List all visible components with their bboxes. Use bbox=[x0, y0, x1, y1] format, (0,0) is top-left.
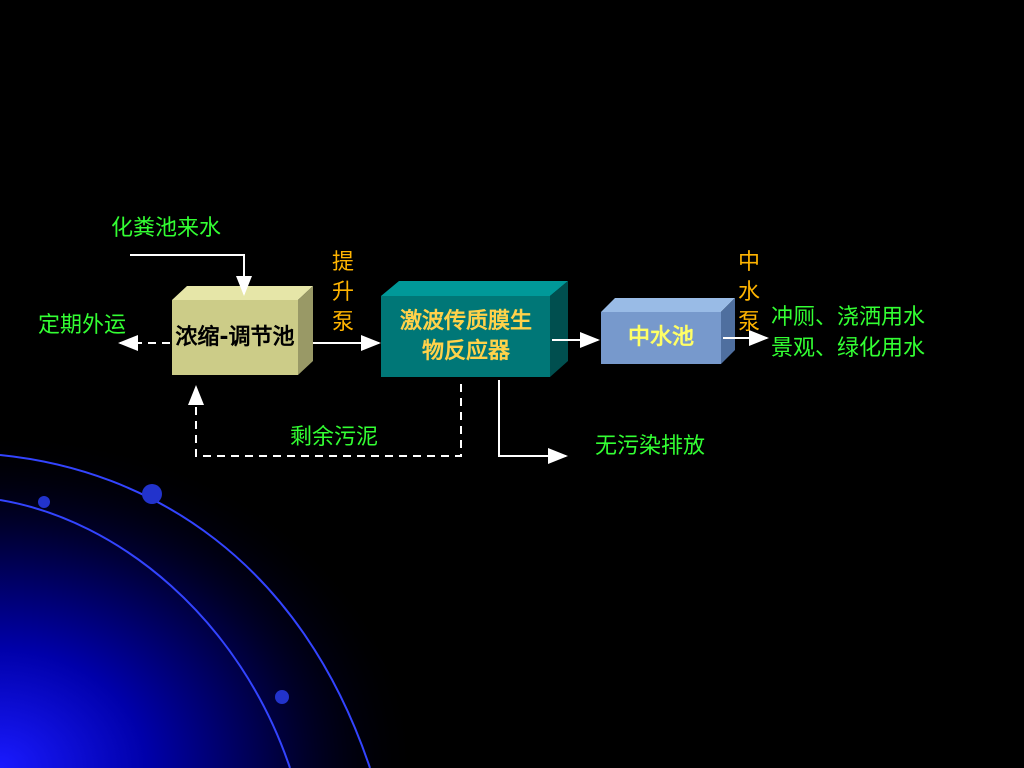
reuse-label-line1: 冲厕、浇洒用水 bbox=[771, 305, 926, 330]
reuse-label-line2: 景观、绿化用水 bbox=[771, 336, 926, 361]
concentration-tank-label: 浓缩-调节池 bbox=[175, 324, 295, 350]
orbit-line bbox=[0, 499, 291, 768]
inflow-arrow bbox=[130, 254, 252, 296]
reclaimed-pool-box bbox=[601, 298, 735, 364]
reclaimed-pool-label: 中水池 bbox=[627, 325, 694, 350]
orbit-dot bbox=[275, 690, 289, 704]
bioreactor-label: 激波传质膜生物反应器 bbox=[399, 308, 532, 364]
reclaimed-pump-label: 中水泵 bbox=[737, 250, 760, 335]
bioreactor-box bbox=[381, 281, 568, 377]
background-glow bbox=[0, 430, 420, 768]
inflow-label: 化粪池来水 bbox=[111, 216, 222, 241]
orbit-line bbox=[0, 454, 371, 768]
orbit-dot bbox=[38, 496, 50, 508]
sludge-return-arrow bbox=[188, 384, 462, 457]
discharge-label: 无污染排放 bbox=[595, 434, 706, 459]
discharge-arrow bbox=[498, 380, 568, 464]
orbit-dot bbox=[142, 484, 162, 504]
residual-sludge-label: 剩余污泥 bbox=[290, 425, 379, 450]
lift-pump-label: 提升泵 bbox=[331, 250, 354, 335]
periodic-removal-label: 定期外运 bbox=[38, 313, 127, 338]
